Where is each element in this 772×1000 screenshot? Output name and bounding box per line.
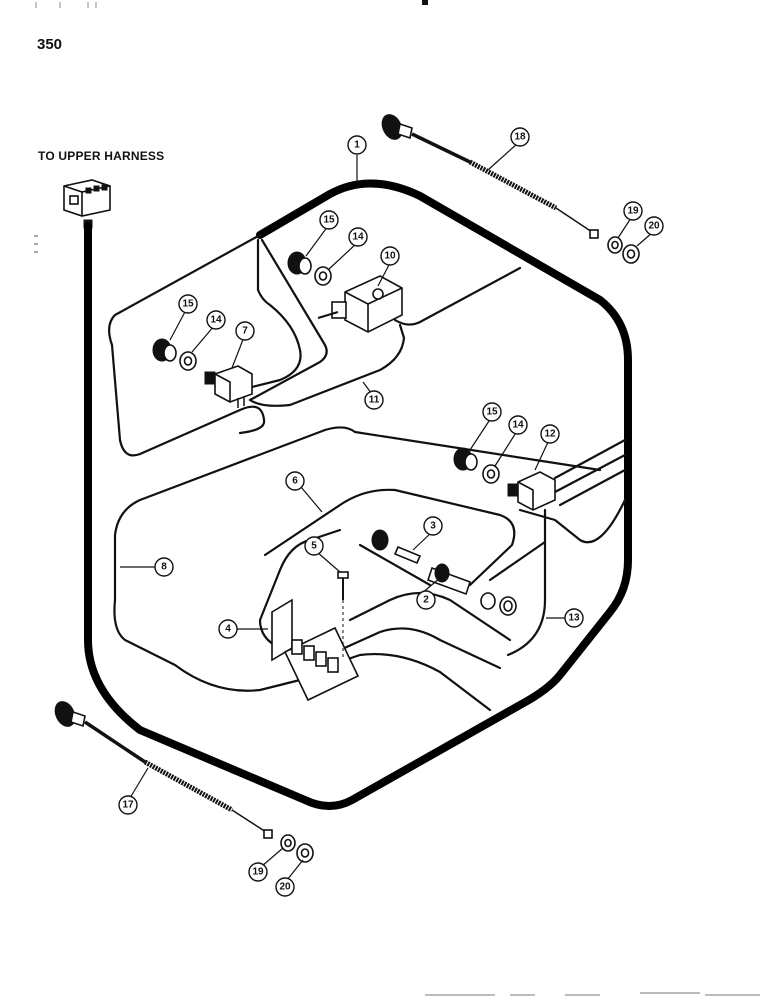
main-harness-trunk: [84, 179, 632, 810]
switch-12: [507, 471, 556, 511]
callout-12: 12: [540, 424, 560, 444]
switch-10: [317, 275, 403, 333]
svg-text:20: 20: [279, 882, 291, 893]
knob-15-left: [152, 338, 177, 362]
callout-11: 11: [364, 390, 384, 410]
callout-20-top: 20: [644, 216, 664, 236]
callout-2: 2: [416, 590, 436, 610]
wire-left-upper-loop: [108, 233, 266, 457]
svg-text:19: 19: [627, 206, 639, 217]
svg-text:6: 6: [292, 476, 298, 487]
svg-text:17: 17: [122, 800, 134, 811]
svg-text:2: 2: [423, 595, 429, 606]
wire-lower-loop: [113, 426, 602, 692]
wire-13: [506, 508, 547, 657]
wire-6: [263, 488, 516, 587]
svg-text:15: 15: [323, 215, 335, 226]
svg-text:14: 14: [210, 315, 222, 326]
svg-text:7: 7: [242, 326, 248, 337]
callout-4: 4: [218, 619, 238, 639]
callout-14-left: 14: [206, 310, 226, 330]
callout-15-top: 15: [319, 210, 339, 230]
svg-text:3: 3: [430, 521, 436, 532]
knob-15-top: [287, 251, 312, 275]
svg-text:18: 18: [514, 132, 526, 143]
terminal-block-4: [271, 598, 360, 702]
callout-19-bottom: 19: [248, 862, 268, 882]
scan-marks: [34, 0, 760, 996]
svg-text:14: 14: [352, 232, 364, 243]
svg-text:5: 5: [311, 541, 317, 552]
callout-19-top: 19: [623, 201, 643, 221]
wire-11: [248, 323, 406, 407]
nut-14-top: [314, 266, 332, 286]
callout-10: 10: [380, 246, 400, 266]
page-number: 350: [37, 36, 63, 53]
svg-text:12: 12: [544, 429, 556, 440]
callout-8: 8: [154, 557, 174, 577]
callout-1: 1: [347, 135, 367, 155]
callout-6: 6: [285, 471, 305, 491]
cable-18: [381, 114, 599, 239]
callout-18: 18: [510, 127, 530, 147]
callout-5: 5: [304, 536, 324, 556]
callout-17: 17: [118, 795, 138, 815]
svg-text:1: 1: [354, 140, 360, 151]
svg-text:11: 11: [369, 395, 380, 406]
svg-text:13: 13: [568, 613, 580, 624]
callout-15-right: 15: [482, 402, 502, 422]
svg-text:10: 10: [384, 251, 396, 262]
screw-5: [337, 571, 349, 660]
callout-3: 3: [423, 516, 443, 536]
fuse-holder-2: [371, 529, 517, 616]
svg-text:4: 4: [225, 624, 231, 635]
fuse-3: [393, 545, 422, 565]
knob-15-right: [453, 447, 478, 471]
svg-text:15: 15: [182, 299, 194, 310]
nut-20-top: [622, 244, 640, 264]
callout-20-bottom: 20: [275, 877, 295, 897]
svg-text:15: 15: [486, 407, 498, 418]
svg-text:19: 19: [252, 867, 264, 878]
nut-20-bottom: [296, 843, 314, 863]
callout-14-right: 14: [508, 415, 528, 435]
washer-19-top: [607, 236, 623, 254]
cable-17: [54, 701, 273, 839]
callout-leaders: [120, 142, 654, 881]
callout-13: 13: [564, 608, 584, 628]
svg-text:8: 8: [161, 562, 167, 573]
upper-harness-connector: [63, 179, 111, 229]
callout-15-left: 15: [178, 294, 198, 314]
callout-14-top: 14: [348, 227, 368, 247]
svg-text:20: 20: [648, 221, 660, 232]
nut-14-left: [179, 351, 197, 371]
to-upper-harness-label: TO UPPER HARNESS: [38, 149, 165, 163]
callout-7: 7: [235, 321, 255, 341]
svg-text:14: 14: [512, 420, 524, 431]
nut-14-right: [482, 464, 500, 484]
switch-7: [204, 365, 253, 408]
washer-19-bottom: [280, 834, 296, 852]
